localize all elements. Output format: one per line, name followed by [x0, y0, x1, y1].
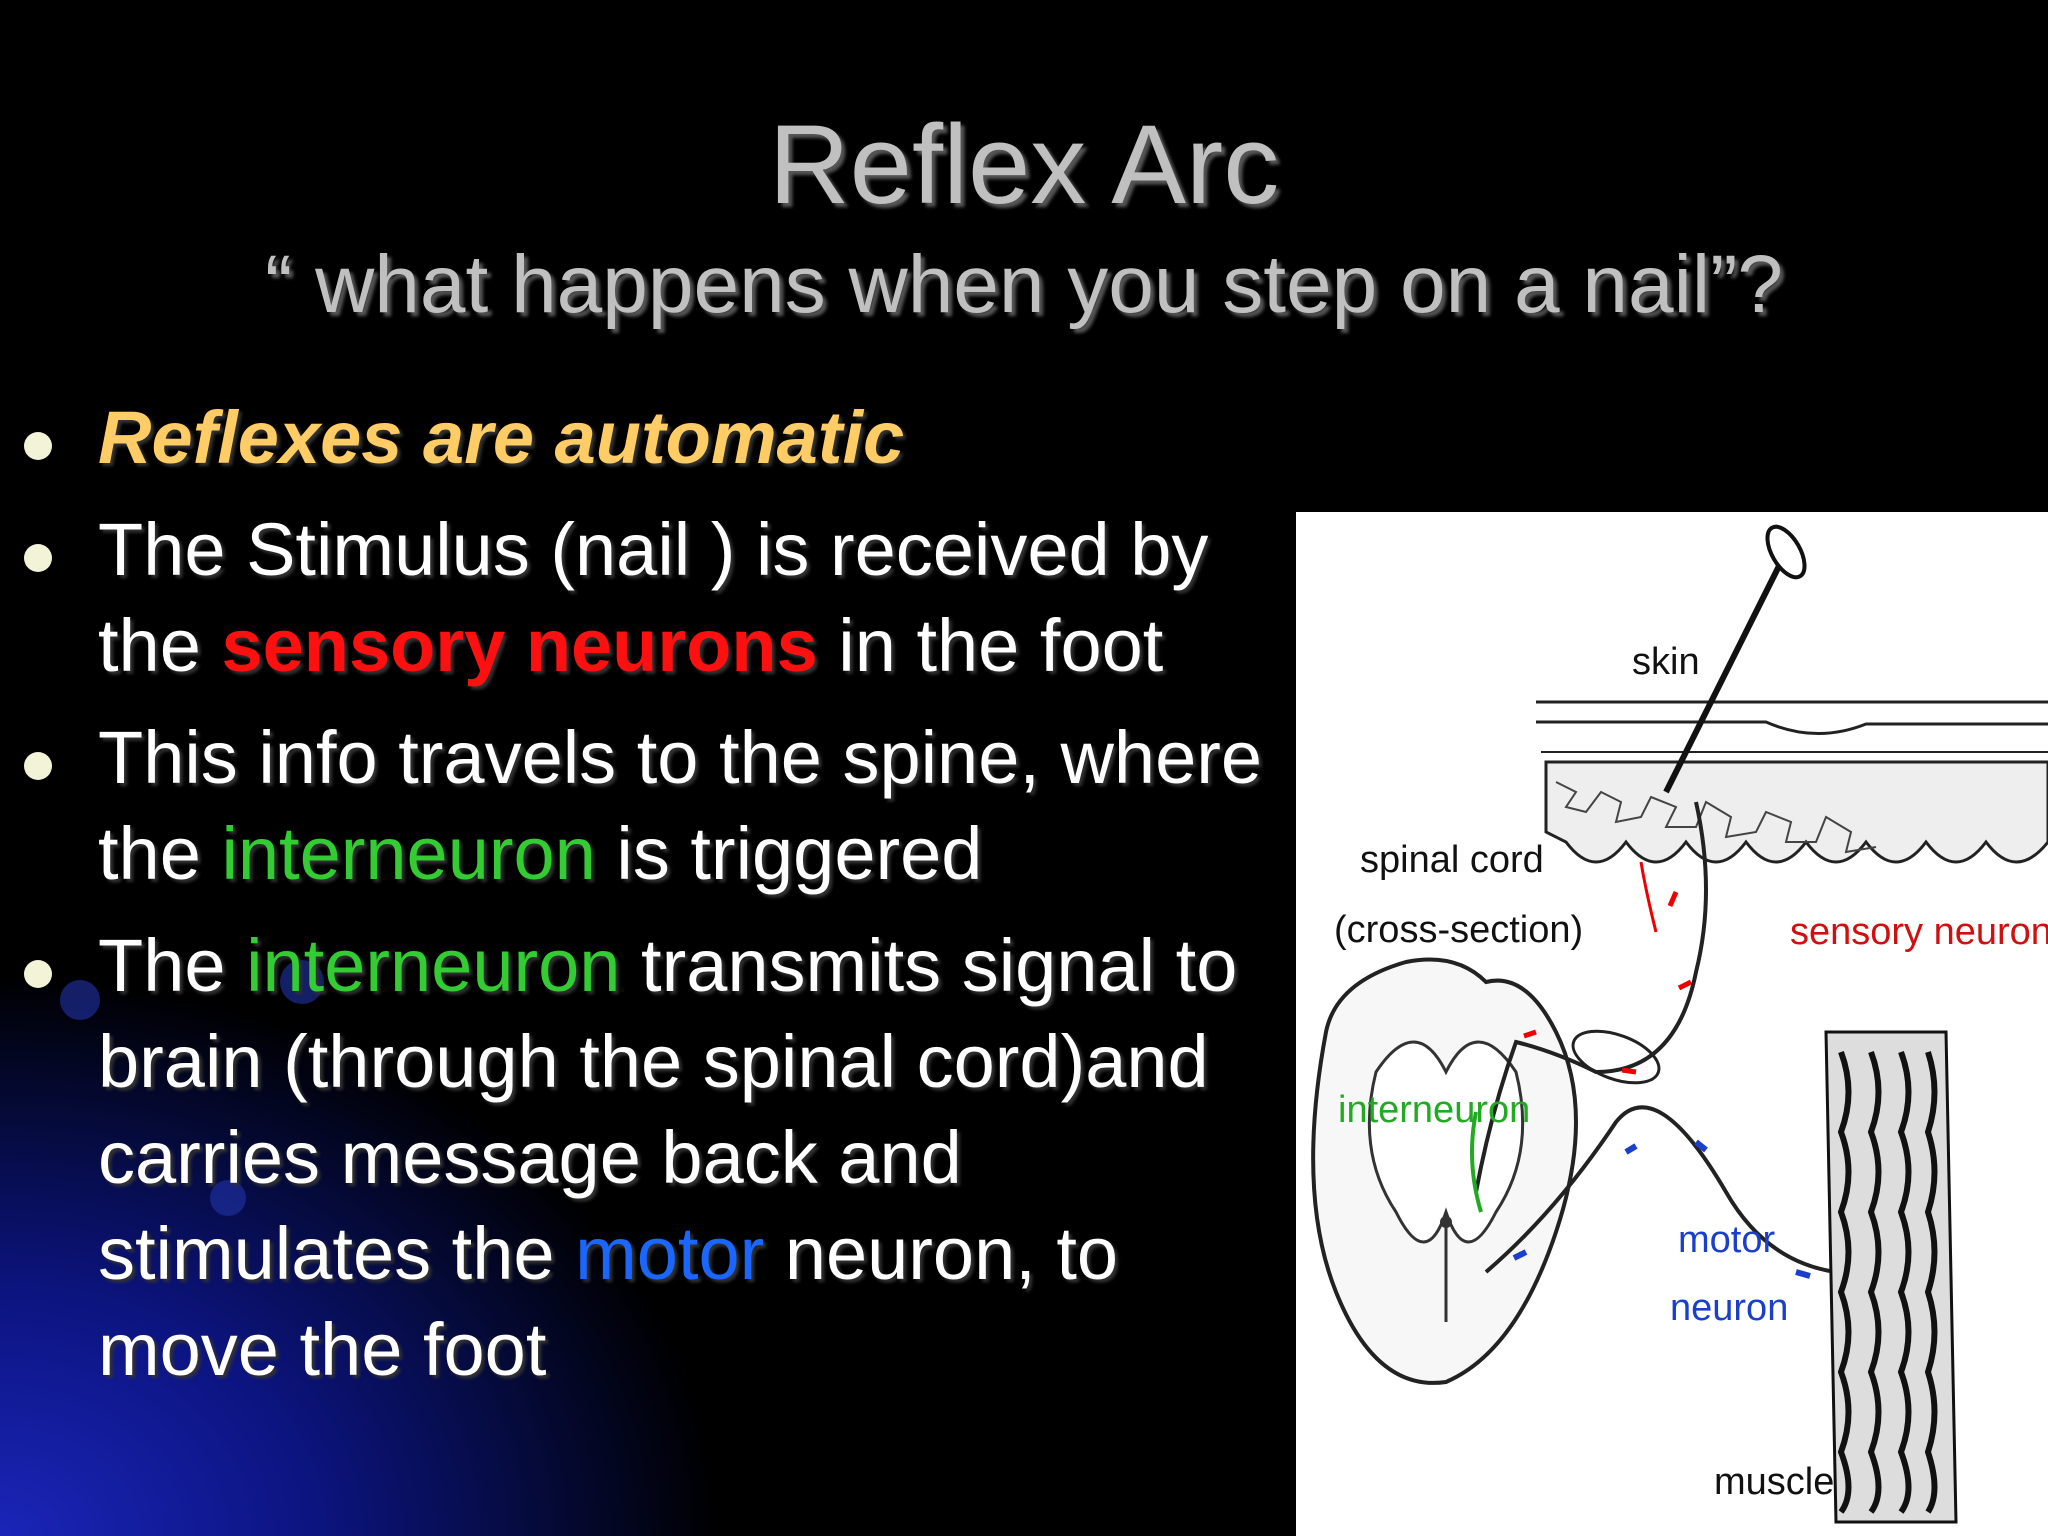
bullet-text: Reflexes are automatic — [98, 396, 905, 479]
skin-label: skin — [1632, 641, 1700, 683]
muscle-fiber — [1837, 1050, 1852, 1514]
skin-cell-texture — [1555, 781, 1877, 854]
bullet-item: The Stimulus (nail ) is received by the … — [24, 502, 1228, 694]
bullet-text: The Stimulus (nail ) is received by the — [98, 508, 1209, 687]
muscle-tissue — [1824, 1030, 1958, 1524]
spinal-cord-label: (cross-section) — [1334, 909, 1583, 951]
nail-shaft — [1663, 550, 1789, 794]
interneuron-label: interneuron — [1338, 1089, 1530, 1131]
bullet-item: This info travels to the spine, where th… — [24, 710, 1368, 902]
interneuron-highlight: interneuron — [246, 924, 621, 1007]
muscle-fiber — [1897, 1050, 1912, 1514]
sensory-neuron-path — [1474, 801, 1708, 1193]
muscle-fiber — [1867, 1050, 1882, 1514]
bullet-text: neuron, to move the foot — [98, 1212, 1119, 1391]
bullet-text: This info travels to the spine, where th… — [98, 716, 1263, 895]
muscle-fiber — [1924, 1051, 1938, 1514]
slide-subtitle: “ what happens when you step on a nail”? — [264, 239, 1783, 330]
spinal-cord-label: spinal cord — [1360, 839, 1544, 881]
decor-bubble — [280, 960, 324, 1004]
bullet-list: Reflexes are automatic The Stimulus (nai… — [24, 390, 1304, 1414]
motor-highlight: motor — [575, 1212, 765, 1295]
sensory-neuron-label: sensory neuron — [1790, 911, 2048, 953]
skin-tissue — [1544, 760, 2048, 864]
slide-title: Reflex Arc — [768, 102, 1280, 227]
motor-neuron-path — [1484, 1105, 1837, 1274]
sensory-neurons-highlight: sensory neurons — [221, 604, 818, 687]
bullet-dot-icon — [24, 752, 52, 780]
interneuron-path — [1470, 1111, 1483, 1213]
muscle-label: muscle — [1714, 1461, 1834, 1503]
bullet-text: in the foot — [817, 604, 1164, 687]
nail-head — [1765, 524, 1807, 580]
gray-matter — [1367, 1040, 1525, 1244]
sensory-direction-arrows — [1523, 891, 1693, 1075]
bullet-dot-icon — [24, 544, 52, 572]
sensory-red-line — [1639, 861, 1658, 933]
bullet-text: transmits signal to brain (through the s… — [98, 924, 1238, 1295]
interneuron-highlight: interneuron — [221, 812, 596, 895]
decor-bubble — [60, 980, 100, 1020]
bullet-item: The interneuron transmits signal to brai… — [24, 918, 1298, 1398]
bullet-text: is triggered — [595, 812, 983, 895]
decor-bubble — [210, 1180, 246, 1216]
motor-neuron-label: neuron — [1670, 1287, 1788, 1329]
reflex-arc-diagram: skin spinal cord (cross-section) sensory… — [1296, 512, 2048, 1536]
motor-neuron-label: motor — [1678, 1219, 1775, 1261]
reflex-arc-illustration: skin spinal cord (cross-section) sensory… — [1311, 524, 2048, 1524]
bullet-item: Reflexes are automatic — [24, 390, 1304, 486]
central-canal-dot — [1440, 1216, 1452, 1228]
skin-layer-line — [1536, 720, 2048, 736]
bullet-dot-icon — [24, 960, 52, 988]
bullet-dot-icon — [24, 432, 52, 460]
bullet-text: The — [98, 924, 247, 1007]
motor-direction-arrows — [1512, 1139, 1811, 1279]
